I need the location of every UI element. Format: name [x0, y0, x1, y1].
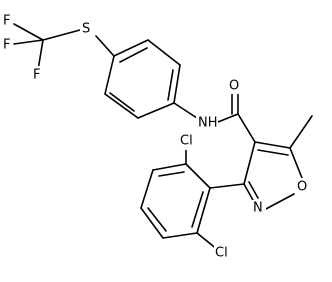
atom-amide-nh: NH [198, 116, 218, 131]
isoxazole-ring [243, 141, 303, 211]
methyl-bond [289, 115, 313, 149]
biaryl-bond [209, 183, 245, 189]
phenyl-ring-top [104, 39, 181, 119]
amide-group [217, 91, 256, 143]
atom-chlorine-bottom: Cl [215, 246, 228, 261]
atom-ring-oxygen: O [297, 180, 307, 195]
atom-carbonyl-oxygen: O [229, 79, 239, 94]
atom-f2: F [3, 38, 10, 53]
s-aryl-bond [95, 35, 115, 57]
aryl-n-bond [173, 102, 201, 121]
atom-ring-nitrogen: N [253, 201, 263, 216]
atom-sulfur: S [82, 22, 90, 37]
atom-chlorine-top: Cl [180, 134, 193, 149]
atom-f3: F [33, 68, 40, 83]
dichlorophenyl-ring [140, 163, 211, 239]
trifluoromethyl-group [13, 23, 81, 71]
atom-f1: F [3, 14, 10, 29]
